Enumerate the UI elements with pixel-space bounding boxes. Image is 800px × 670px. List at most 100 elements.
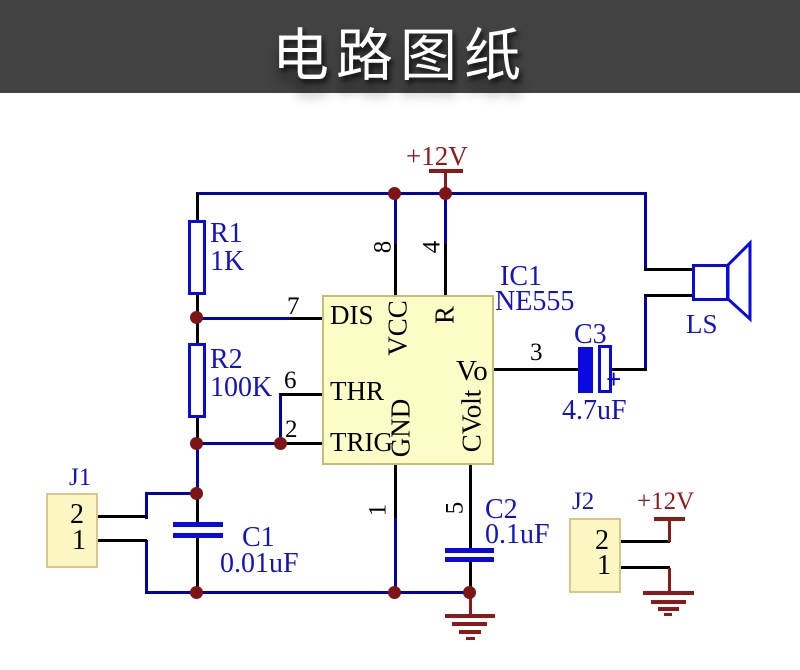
j1-ref: J1 bbox=[69, 464, 92, 491]
wire-trunk bbox=[196, 443, 199, 495]
r2-ref: R2 bbox=[210, 344, 243, 375]
c2-ref: C2 bbox=[485, 494, 518, 525]
wire-j1pin2-vertical bbox=[145, 492, 148, 519]
ic-pin-name-thr: THR bbox=[330, 376, 384, 406]
pin-ic-dis bbox=[290, 317, 324, 320]
speaker-horn-icon bbox=[726, 239, 752, 323]
j2-ref: J2 bbox=[572, 488, 595, 515]
wire-dis bbox=[196, 317, 292, 320]
wire-rail-to-speaker bbox=[644, 192, 647, 271]
c1-value: 0.01uF bbox=[220, 548, 299, 579]
j1-pin-2: 2 bbox=[70, 499, 84, 530]
capacitor-c1-plate-top bbox=[173, 522, 223, 527]
junction-dot bbox=[463, 586, 476, 599]
wire-bottom-rail bbox=[145, 591, 473, 594]
ic-pin-number-5: 5 bbox=[441, 501, 469, 515]
power-label-j2: +12V bbox=[637, 488, 695, 515]
j2-vcc-stem bbox=[668, 520, 671, 542]
c3-value: 4.7uF bbox=[562, 395, 627, 426]
connector-j1-body bbox=[46, 493, 98, 568]
junction-dot bbox=[190, 437, 203, 450]
capacitor-c3-plate-pos bbox=[598, 345, 612, 393]
r1-value: 1K bbox=[210, 246, 245, 277]
pin-ic-cvolt bbox=[469, 460, 472, 550]
ic-pin-number-2: 2 bbox=[285, 416, 298, 443]
title-banner: 电路图纸 bbox=[0, 0, 800, 93]
speaker-body bbox=[692, 264, 729, 301]
junction-dot bbox=[388, 586, 401, 599]
ground-icon-bar1 bbox=[445, 614, 495, 618]
wire-pin8-upper bbox=[394, 192, 397, 246]
pin-j2-1 bbox=[617, 566, 670, 569]
ic-pin-number-8: 8 bbox=[369, 240, 397, 254]
ic-pin-number-6: 6 bbox=[284, 367, 297, 394]
j2-ground-icon-bar3 bbox=[658, 607, 679, 611]
c3-ref: C3 bbox=[574, 319, 607, 350]
junction-dot bbox=[190, 311, 203, 324]
ic-pin-name-vcc: VCC bbox=[382, 300, 413, 356]
j1-pin-1: 1 bbox=[72, 525, 86, 556]
capacitor-c2-plate-bottom bbox=[445, 557, 494, 562]
ic-pin-name-cvolt: CVolt bbox=[456, 389, 487, 453]
pin-c2-bottom bbox=[469, 560, 472, 593]
pin-r2-bottom bbox=[196, 415, 199, 445]
ic-ne555-body bbox=[322, 295, 494, 465]
ic-pin-name-gnd: GND bbox=[385, 398, 416, 458]
ic-pin-number-1: 1 bbox=[364, 503, 392, 517]
ic-pin-name-trig: TRIG bbox=[330, 427, 393, 457]
wire-top-rail bbox=[196, 192, 647, 195]
pin-r1-bottom bbox=[196, 292, 199, 320]
pin-speaker-top bbox=[644, 268, 694, 271]
vcc-stem bbox=[444, 172, 447, 194]
pin-ic-trig bbox=[281, 442, 324, 445]
junction-dot bbox=[190, 487, 203, 500]
ic-pin-name-r: R bbox=[429, 305, 460, 325]
connector-j2-body bbox=[569, 518, 621, 593]
ic-part: NE555 bbox=[495, 286, 575, 317]
ic-pin-number-7: 7 bbox=[287, 293, 300, 320]
resistor-r1-body bbox=[188, 220, 206, 295]
junction-dot bbox=[190, 586, 203, 599]
ic-pin-number-4: 4 bbox=[418, 240, 446, 254]
speaker-ref: LS bbox=[686, 309, 718, 339]
ic-pin-number-3: 3 bbox=[530, 339, 543, 366]
wire-c3-to-corner bbox=[610, 368, 647, 371]
pin-j1-1 bbox=[97, 539, 147, 542]
pin-ic-thr bbox=[280, 393, 324, 396]
j2-ground-icon-bar1 bbox=[643, 591, 694, 595]
ic-pin-name-vo: Vo bbox=[456, 355, 488, 387]
j2-ground-icon-bar2 bbox=[651, 600, 686, 604]
j2-vcc-bar-icon bbox=[654, 517, 685, 521]
pin-r1-top bbox=[196, 193, 199, 221]
pin-ic-gnd bbox=[394, 460, 397, 518]
ground-icon-bar3 bbox=[459, 630, 481, 634]
ic-pin-name-dis: DIS bbox=[330, 300, 374, 330]
wire-j1pin1-vertical bbox=[145, 540, 148, 594]
c3-plus-sign: + bbox=[606, 364, 622, 394]
pin-ic-reset bbox=[444, 244, 447, 297]
page-title: 电路图纸 bbox=[272, 24, 528, 88]
pin-ic-vo bbox=[491, 368, 580, 371]
wire-gndpin-lower bbox=[394, 517, 397, 594]
capacitor-c1-plate-bottom bbox=[173, 533, 223, 538]
junction-dot bbox=[388, 187, 401, 200]
wire-j1pin2-horizontal bbox=[145, 492, 199, 495]
j2-ground-icon-bar4 bbox=[664, 613, 672, 616]
resistor-r2-body bbox=[188, 343, 206, 418]
j2-pin-2: 2 bbox=[595, 525, 609, 556]
wire-speaker-to-c3 bbox=[644, 294, 647, 371]
wire-trig bbox=[196, 442, 283, 445]
vcc-bar-icon bbox=[429, 169, 463, 173]
c1-ref: C1 bbox=[242, 522, 275, 553]
junction-dot bbox=[439, 187, 452, 200]
c2-value: 0.1uF bbox=[485, 519, 550, 550]
r1-ref: R1 bbox=[210, 218, 243, 249]
pin-ic-vcc bbox=[394, 244, 397, 297]
pin-speaker-bottom bbox=[644, 294, 694, 297]
ground-icon-bar4 bbox=[466, 637, 475, 640]
wire-thr-vertical bbox=[279, 393, 282, 445]
j2-pin-1: 1 bbox=[597, 550, 611, 581]
pin-j1-2 bbox=[97, 515, 147, 518]
pin-c1-top bbox=[196, 494, 199, 524]
